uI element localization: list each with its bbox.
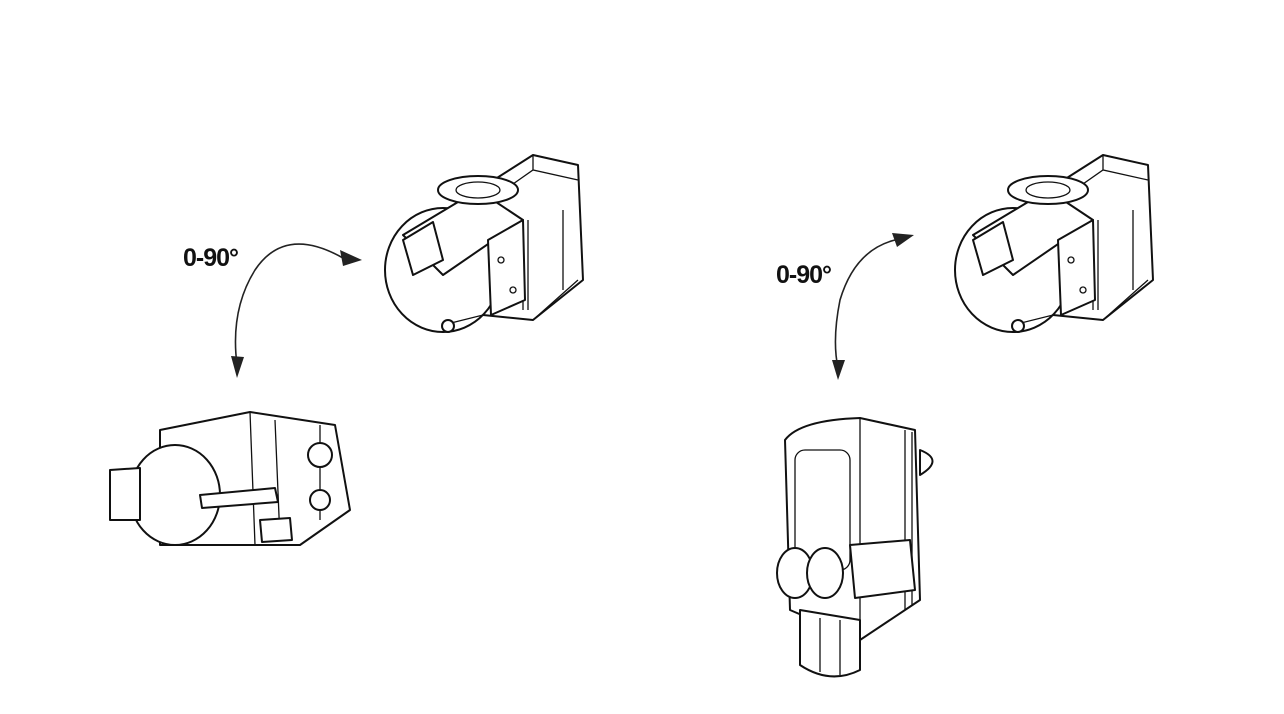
rotation-arrow-left — [231, 243, 362, 378]
angle-label-right: 0-90° — [776, 261, 832, 289]
rotation-arrow-right — [832, 233, 914, 380]
heater-top-right — [954, 154, 1154, 333]
heater-bottom-right — [776, 417, 934, 678]
angle-label-left: 0-90° — [183, 244, 239, 272]
heater-top-left — [384, 154, 584, 333]
heater-bottom-left — [109, 411, 351, 546]
